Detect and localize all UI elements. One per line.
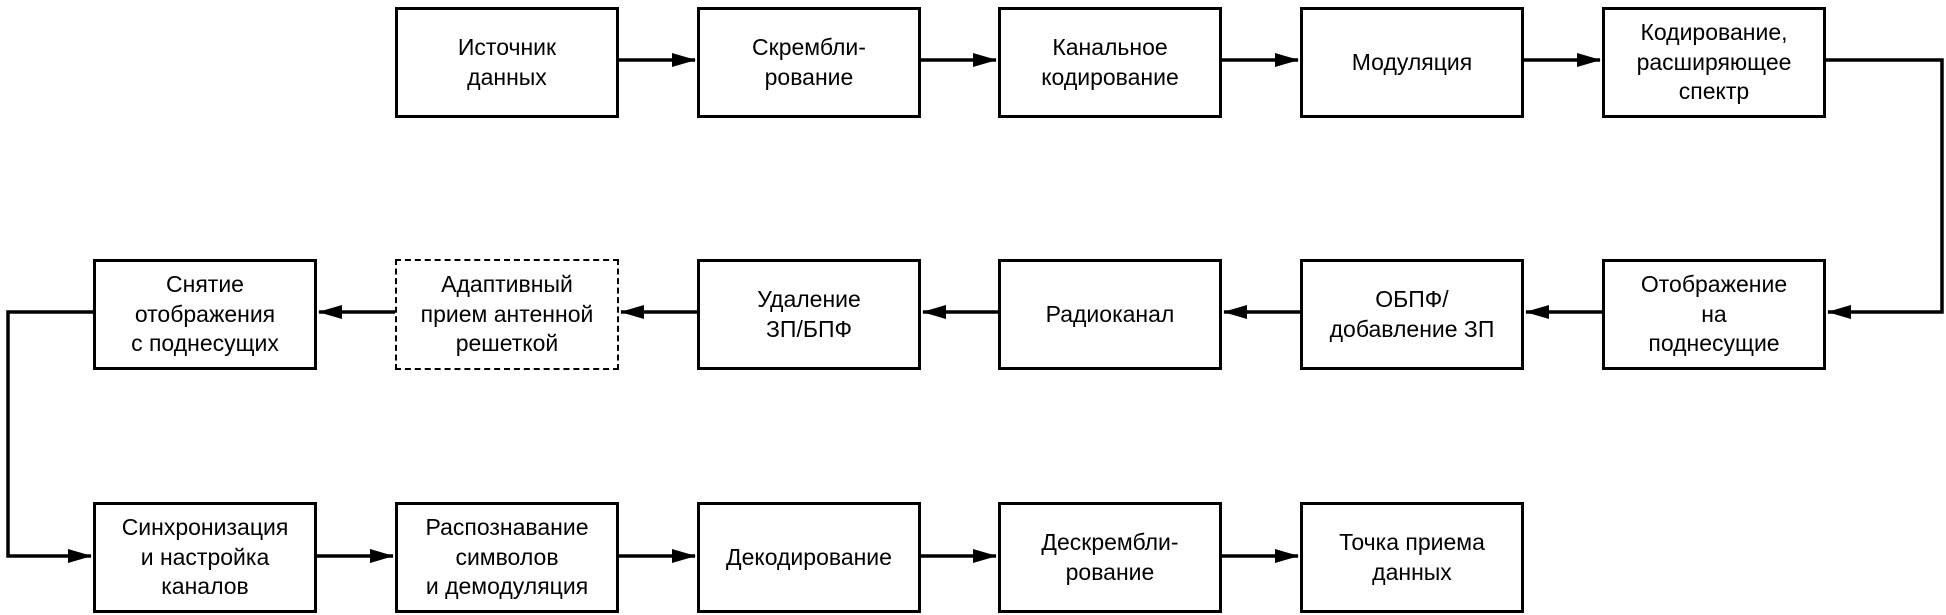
block-data-source-label: Источник данных — [457, 33, 557, 90]
block-gi-removal-fft-label: Удаление ЗП/БПФ — [757, 285, 861, 342]
block-subcarrier-mapping-label: Отображение на поднесущие — [1640, 270, 1788, 357]
block-descrambling-label: Дескрембли- рование — [1041, 528, 1179, 585]
block-gi-removal-fft: Удаление ЗП/БПФ — [697, 259, 921, 370]
block-channel-coding-label: Канальное кодирование — [1041, 33, 1179, 90]
block-decoding: Декодирование — [697, 502, 921, 613]
block-spreading: Кодирование, расширяющее спектр — [1602, 7, 1826, 118]
block-spreading-label: Кодирование, расширяющее спектр — [1636, 18, 1792, 105]
block-symbol-demodulation: Распознавание символов и демодуляция — [395, 502, 619, 613]
arrow-spreading-to-mapping — [1826, 58, 1944, 319]
block-scrambling-label: Скрембли- рование — [752, 33, 866, 90]
block-subcarrier-mapping: Отображение на поднесущие — [1602, 259, 1826, 370]
block-ifft-gi: ОБПФ/ добавление ЗП — [1300, 259, 1524, 370]
block-synchronization: Синхронизация и настройка каналов — [93, 502, 317, 613]
block-adaptive-array: Адаптивный прием антенной решеткой — [395, 259, 619, 370]
block-data-sink-label: Точка приема данных — [1339, 528, 1485, 585]
block-channel-coding: Канальное кодирование — [998, 7, 1222, 118]
block-ifft-gi-label: ОБПФ/ добавление ЗП — [1329, 285, 1495, 342]
block-decoding-label: Декодирование — [726, 543, 892, 570]
block-radio-channel: Радиоканал — [998, 259, 1222, 370]
block-symbol-demodulation-label: Распознавание символов и демодуляция — [425, 513, 589, 600]
block-subcarrier-demapping: Снятие отображения с поднесущих — [93, 259, 317, 370]
block-descrambling: Дескрембли- рование — [998, 502, 1222, 613]
block-adaptive-array-label: Адаптивный прием антенной решеткой — [420, 270, 594, 357]
block-scrambling: Скрембли- рование — [697, 7, 921, 118]
arrow-demapping-to-sync — [6, 310, 93, 563]
block-radio-channel-label: Радиоканал — [1045, 300, 1175, 327]
block-data-sink: Точка приема данных — [1300, 502, 1524, 613]
block-modulation-label: Модуляция — [1351, 48, 1473, 75]
block-synchronization-label: Синхронизация и настройка каналов — [121, 513, 289, 600]
block-data-source: Источник данных — [395, 7, 619, 118]
block-modulation: Модуляция — [1300, 7, 1524, 118]
block-subcarrier-demapping-label: Снятие отображения с поднесущих — [131, 270, 279, 357]
